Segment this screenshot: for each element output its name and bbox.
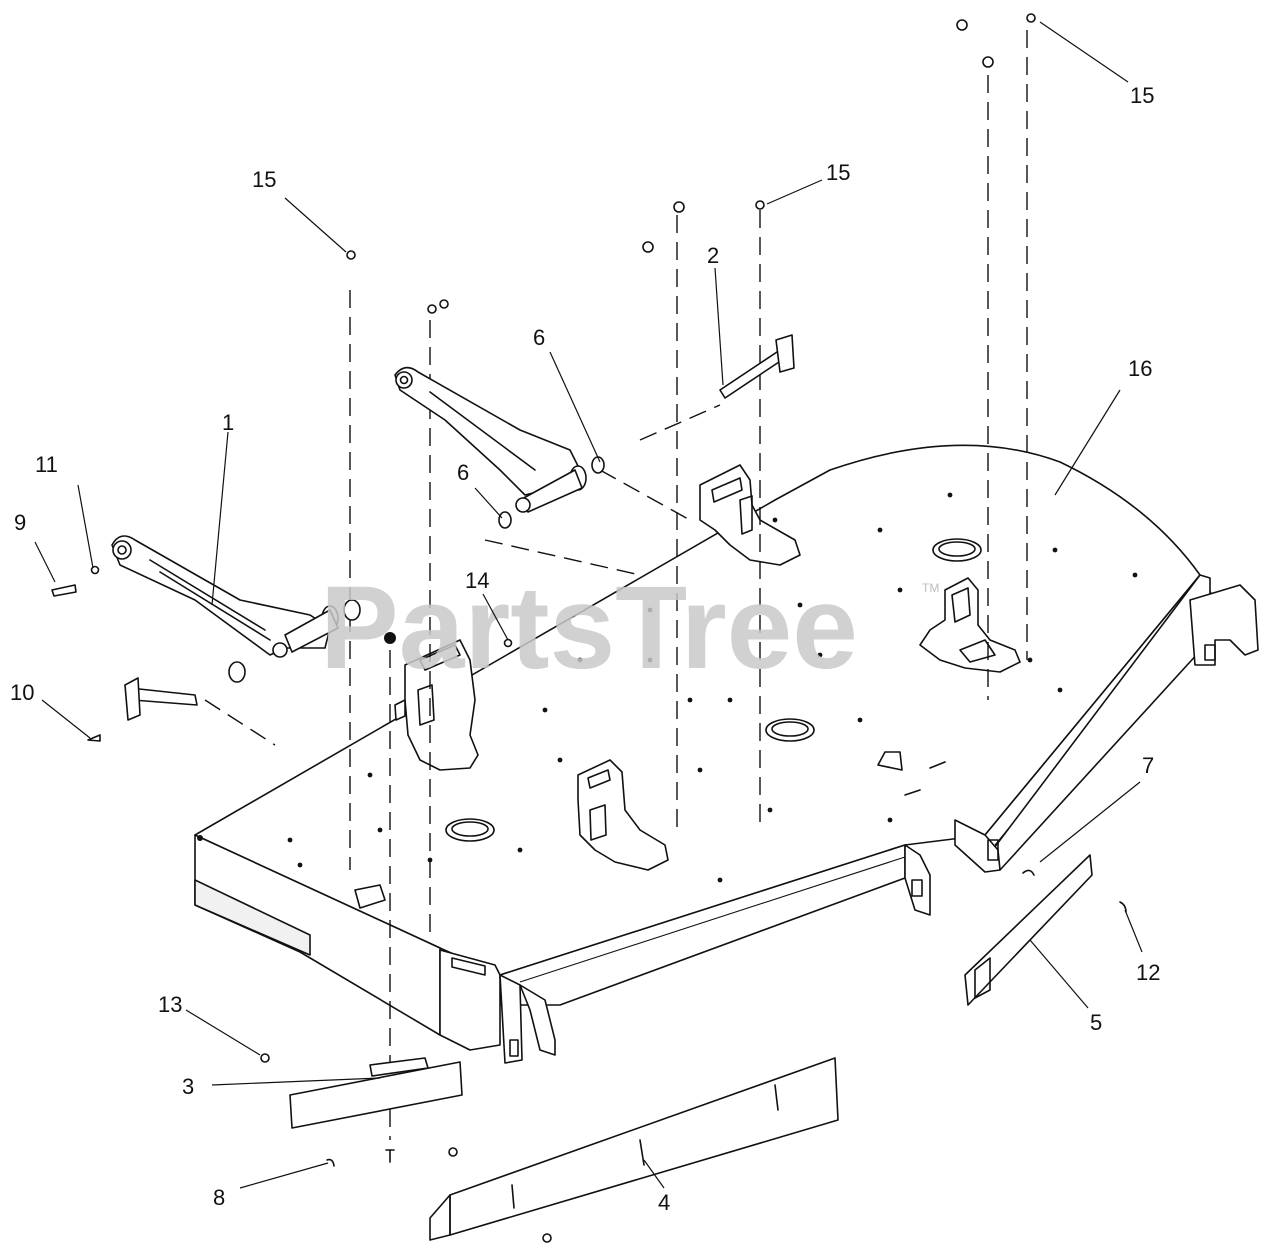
front-center-mount-plate xyxy=(904,844,931,916)
callout-12: 12 xyxy=(1136,960,1160,985)
clip-part xyxy=(354,884,386,909)
callout-15-left: 15 xyxy=(252,167,276,192)
callout-9: 9 xyxy=(14,510,26,535)
baffle-right xyxy=(964,854,1093,1006)
callout-15-center: 15 xyxy=(826,160,850,185)
callout-1: 1 xyxy=(222,410,234,435)
lift-arm-left xyxy=(111,535,339,658)
callout-7: 7 xyxy=(1142,753,1154,778)
spindle-holes xyxy=(445,538,982,842)
front-right-mount-plate xyxy=(954,819,1001,873)
assembly-lines xyxy=(204,30,1028,1140)
rear-center-bracket xyxy=(699,464,801,566)
leader-lines xyxy=(34,21,1143,1189)
callout-4: 4 xyxy=(658,1190,670,1215)
lift-arm-right xyxy=(394,366,587,513)
deck-left-skirt-lower xyxy=(194,879,311,956)
callout-11: 11 xyxy=(35,452,58,477)
callout-6-lower: 6 xyxy=(457,460,469,485)
watermark-trademark: TM xyxy=(922,581,939,595)
callout-3: 3 xyxy=(182,1074,194,1099)
callout-13: 13 xyxy=(158,992,182,1017)
callout-16: 16 xyxy=(1128,356,1152,381)
baffle-front xyxy=(429,1057,839,1241)
deck-right-skirt xyxy=(984,574,1211,871)
callout-14: 14 xyxy=(465,568,489,593)
deck-tab xyxy=(877,751,903,771)
callout-2: 2 xyxy=(707,243,719,268)
watermark-text: PartsTree xyxy=(320,562,858,694)
callout-10: 10 xyxy=(10,680,34,705)
mower-deck xyxy=(194,444,1216,1036)
callout-6-upper: 6 xyxy=(533,325,545,350)
deck-top-plate xyxy=(194,444,1201,976)
baffle-left xyxy=(289,1057,463,1129)
deck-slot-2 xyxy=(929,761,946,769)
deck-holes xyxy=(197,492,1138,883)
small-pins xyxy=(51,565,101,742)
pivot-pin-right xyxy=(719,334,795,399)
bushings xyxy=(228,456,605,683)
callout-8: 8 xyxy=(213,1185,225,1210)
left-front-mount-plate xyxy=(439,949,556,1064)
pivot-pin-left xyxy=(124,677,198,721)
deck-slot-1 xyxy=(904,789,921,796)
callout-15-top-right: 15 xyxy=(1130,83,1154,108)
front-right-bracket xyxy=(919,577,1021,673)
right-rear-mount-plate xyxy=(1189,584,1259,666)
rear-left-bracket xyxy=(394,639,479,771)
callout-5: 5 xyxy=(1090,1010,1102,1035)
front-center-bracket xyxy=(577,759,669,871)
callout-labels: 15 15 15 15 2 16 6 6 1 11 9 14 10 7 12 5… xyxy=(10,83,1160,1215)
